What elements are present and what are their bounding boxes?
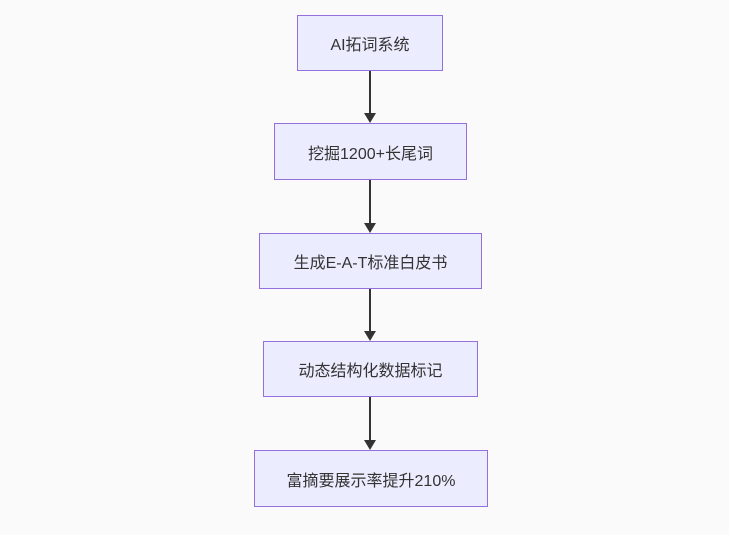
arrow-down-icon bbox=[364, 223, 376, 233]
flow-node-rich-snippet-rate-increase: 富摘要展示率提升210% bbox=[254, 450, 488, 507]
flow-node-label: AI拓词系统 bbox=[330, 37, 410, 54]
flow-node-ai-word-expansion-system: AI拓词系统 bbox=[297, 15, 443, 71]
connector-line bbox=[369, 289, 371, 331]
connector-line bbox=[369, 71, 371, 113]
connector-line bbox=[369, 397, 371, 440]
flow-node-label: 富摘要展示率提升210% bbox=[286, 472, 456, 490]
arrow-down-icon bbox=[364, 331, 376, 341]
flow-node-label: 挖掘1200+长尾词 bbox=[308, 145, 433, 163]
flow-node-eat-standard-whitepaper: 生成E-A-T标准白皮书 bbox=[259, 233, 482, 289]
connector-line bbox=[369, 180, 371, 223]
flow-node-label: 生成E-A-T标准白皮书 bbox=[293, 255, 448, 272]
flow-node-longtail-keyword-mining: 挖掘1200+长尾词 bbox=[274, 123, 467, 180]
arrow-down-icon bbox=[364, 113, 376, 123]
arrow-down-icon bbox=[364, 440, 376, 450]
flow-node-dynamic-structured-data-markup: 动态结构化数据标记 bbox=[263, 341, 478, 397]
flow-node-label: 动态结构化数据标记 bbox=[298, 363, 443, 380]
